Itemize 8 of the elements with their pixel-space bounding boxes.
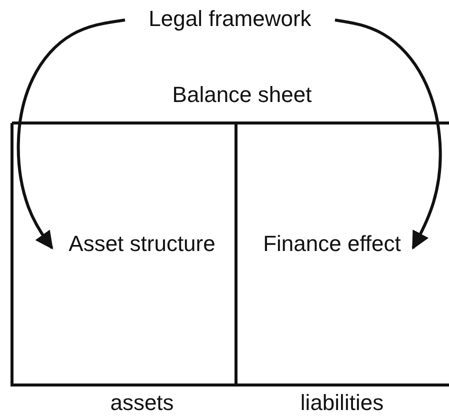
node-text: Asset structure [52,226,232,296]
curved-arrow [334,18,442,250]
node-text: Legal framework [130,2,330,36]
heading-label: Balance sheet [171,81,313,109]
curved-arrow [16,18,126,250]
column-label: assets [109,389,175,416]
column-label: liabilities [299,389,385,416]
node-text: Finance effect [251,226,413,296]
